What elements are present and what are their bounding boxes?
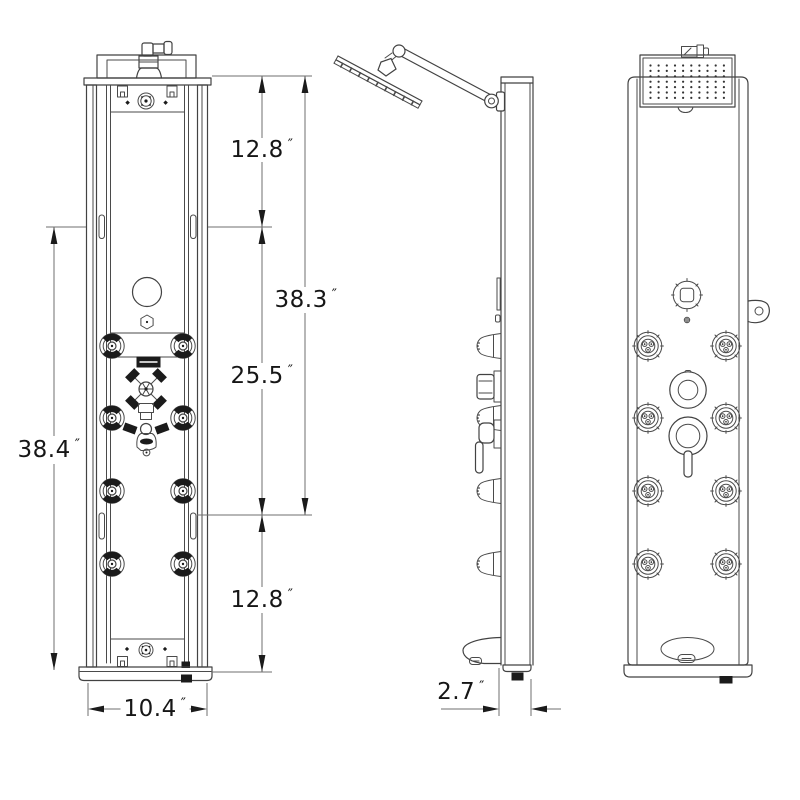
shower-head-side — [333, 55, 423, 109]
back-view — [78, 40, 213, 683]
inch-mark: ″ — [287, 587, 294, 603]
diverter-edge — [496, 277, 501, 311]
lever-handle — [668, 416, 708, 478]
arm-connector — [681, 44, 709, 58]
lever-side — [474, 419, 502, 474]
inch-mark: ″ — [287, 363, 294, 379]
top-plate — [83, 77, 212, 86]
supply-elbow — [135, 40, 173, 79]
dim-left-total-height: 38.4″ — [14, 437, 84, 462]
dim-bottom-section-height: 12.8″ — [227, 587, 297, 612]
diverter-knob — [671, 278, 703, 324]
inch-mark: ″ — [74, 437, 81, 453]
tub-spout-side — [462, 636, 502, 665]
panel-slab — [500, 76, 534, 681]
frame-rails — [85, 84, 209, 668]
temp-knob-side — [476, 370, 502, 403]
hand-shower-hook — [747, 299, 770, 324]
dimension-lines — [46, 75, 561, 716]
foot — [181, 674, 192, 683]
body-jet-hose-nuts — [100, 334, 195, 576]
dim-panel-width: 10.4″ — [120, 696, 190, 721]
hex-fitting — [140, 314, 154, 330]
dim-middle-section-height: 25.5″ — [227, 363, 297, 388]
tub-spout — [660, 637, 715, 663]
valve-assembly — [122, 356, 170, 457]
inch-mark: ″ — [287, 137, 294, 153]
top-mounting-area — [110, 85, 185, 113]
foot — [719, 676, 733, 684]
screw — [683, 316, 691, 324]
base-plate — [623, 664, 753, 678]
inch-mark: ″ — [180, 696, 187, 712]
base-plate — [78, 666, 213, 682]
foot — [511, 672, 524, 681]
diverter-hole — [131, 276, 163, 308]
temp-knob — [669, 370, 707, 409]
shower-arm — [384, 44, 506, 112]
inch-mark: ″ — [331, 287, 338, 303]
top-bracket-box — [96, 54, 197, 79]
side-view — [333, 44, 534, 681]
dim-right-total-height: 38.3″ — [271, 287, 341, 312]
rain-shower-head — [639, 54, 736, 113]
dim-top-section-height: 12.8″ — [227, 137, 297, 162]
dim-panel-depth: 2.7″ — [434, 680, 488, 704]
mounting-slots — [98, 214, 197, 540]
inch-mark: ″ — [479, 679, 485, 695]
front-view — [623, 44, 770, 684]
bottom-mounting-area — [110, 638, 190, 668]
